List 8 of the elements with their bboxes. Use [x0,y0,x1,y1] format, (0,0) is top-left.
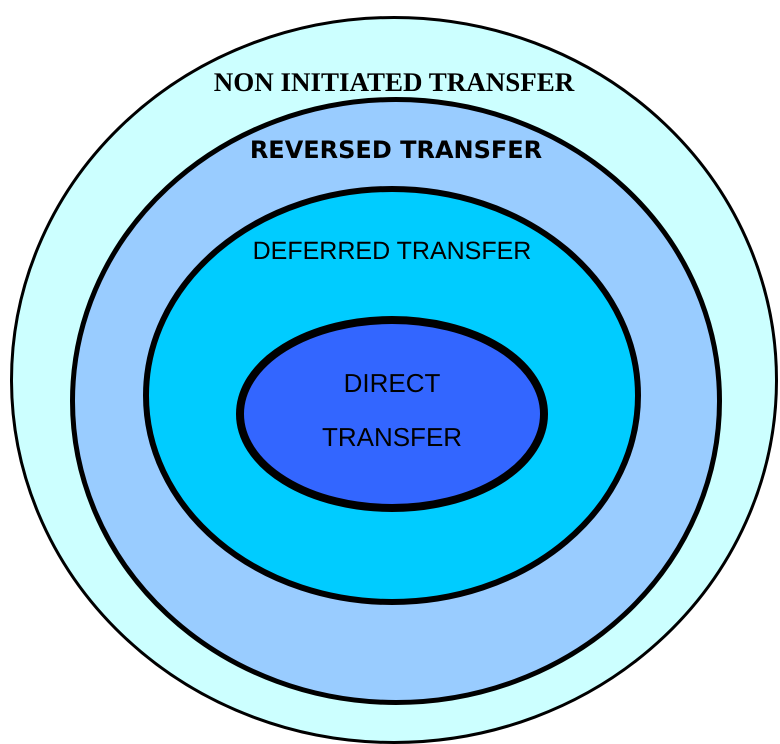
ellipse-region [70,97,722,705]
region-label: NON INITIATED TRANSFER [212,66,576,98]
region-label: DIRECT TRANSFER [320,367,464,454]
region-label: DEFERRED TRANSFER [252,236,532,266]
region-label: REVERSED TRANSFER [248,135,544,165]
ellipse-region [143,186,641,605]
ellipse-region [10,16,778,744]
ellipse-region [236,316,548,512]
